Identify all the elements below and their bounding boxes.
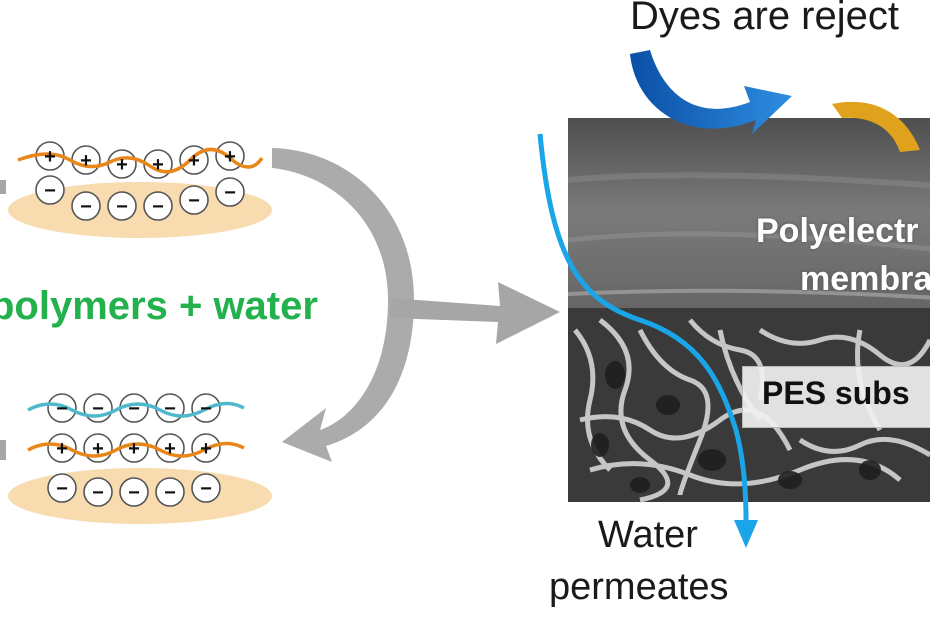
charge-plus: + [152, 154, 164, 176]
charge-minus: − [164, 482, 176, 504]
sem-membrane-image [567, 118, 930, 503]
top-bilayer: + + + + + + − − − − − − [8, 141, 272, 238]
curved-arrow-down [272, 148, 414, 462]
water-arrow [537, 133, 758, 548]
charge-minus: − [116, 196, 128, 218]
blue-dye-arrow [630, 50, 792, 134]
charge-minus: − [200, 478, 212, 500]
bottom-multilayer: − − − − − + + + + + − − − − − [8, 393, 272, 524]
left-edge-mark-bottom [0, 440, 6, 460]
charge-minus: − [188, 190, 200, 212]
charge-plus: + [188, 150, 200, 172]
positive-chain-bottom [27, 441, 245, 458]
charge-plus: + [92, 438, 104, 460]
substrate-label: PES subs [762, 375, 910, 411]
dyes-rejected-label: Dyes are reject [630, 0, 899, 38]
yellow-dye-arrow [832, 101, 920, 152]
flow-arrows [0, 148, 560, 462]
polymers-water-label: polymers + water [0, 284, 318, 328]
charge-minus: − [224, 182, 236, 204]
left-edge-mark-top [0, 180, 6, 194]
dye-rejection-arrows [630, 50, 920, 152]
charge-plus: + [224, 146, 236, 168]
membrane-label-line1: Polyelectr [756, 212, 919, 250]
negative-chain-bottom [27, 401, 245, 418]
charge-minus: − [56, 398, 68, 420]
charge-plus: + [44, 146, 56, 168]
right-arrow-to-membrane [390, 282, 560, 344]
charge-minus: − [200, 398, 212, 420]
charge-minus: − [56, 478, 68, 500]
permeates-label: permeates [549, 566, 729, 608]
charge-plus: + [200, 438, 212, 460]
membrane-label-line2: membra [800, 260, 930, 298]
substrate-label-box [742, 366, 930, 428]
charge-plus: + [128, 438, 140, 460]
positive-chain-top [17, 147, 264, 174]
charge-minus: − [128, 398, 140, 420]
negative-row-top [35, 175, 245, 221]
charge-minus: − [80, 196, 92, 218]
charge-minus: − [92, 482, 104, 504]
charge-plus: + [56, 438, 68, 460]
charge-minus: − [44, 180, 56, 202]
charge-plus: + [80, 150, 92, 172]
charge-plus: + [116, 154, 128, 176]
charge-minus: − [128, 482, 140, 504]
charge-minus: − [164, 398, 176, 420]
charge-minus: − [92, 398, 104, 420]
water-label: Water [598, 514, 698, 556]
charge-minus: − [152, 196, 164, 218]
charge-plus: + [164, 438, 176, 460]
